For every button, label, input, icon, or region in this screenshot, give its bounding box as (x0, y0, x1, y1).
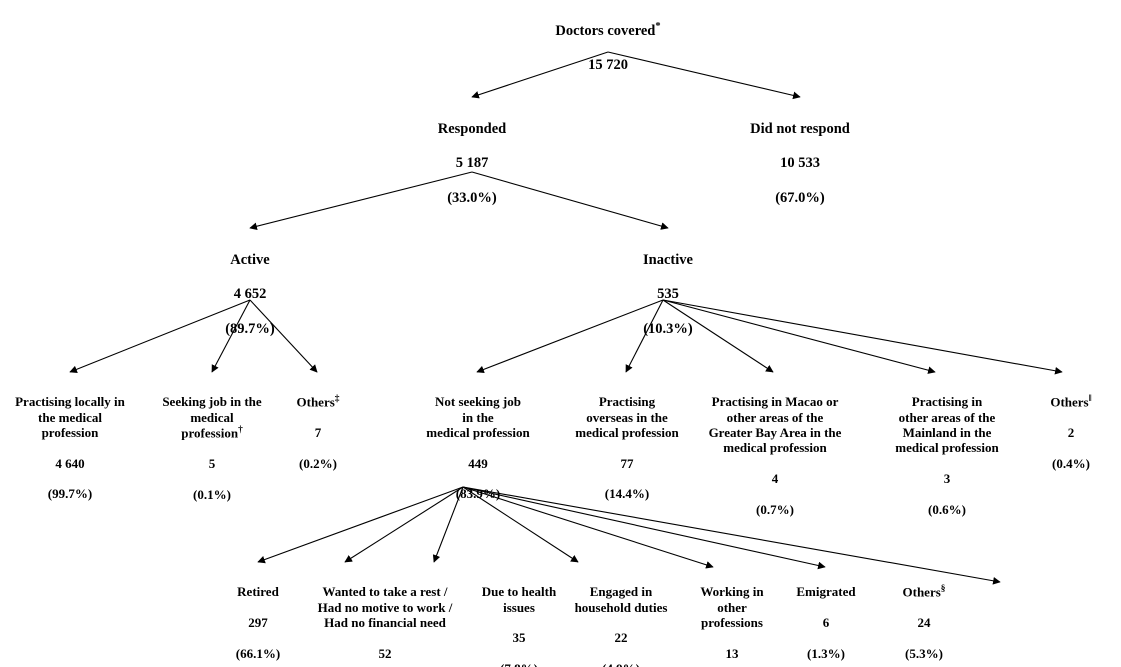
node-value: 13 (725, 645, 739, 661)
node-label: Retired (237, 584, 279, 600)
node-label: Doctors covered* (555, 21, 661, 39)
node-percent: (0.7%) (756, 501, 794, 517)
node-other-professions: Working in other professions 13 (2.9%) (679, 569, 785, 667)
node-value: 4 640 (55, 455, 85, 471)
node-percent: (66.1%) (235, 645, 281, 661)
node-percent: (14.4%) (604, 486, 650, 502)
node-value: 5 187 (455, 155, 489, 172)
node-label: Inactive (643, 252, 693, 269)
node-label: Working in other professions (700, 584, 764, 630)
node-retired: Retired 297 (66.1%) (203, 569, 313, 667)
node-label: Others‖ (1050, 394, 1092, 410)
node-percent: (0.6%) (928, 501, 966, 517)
node-practising-overseas: Practising overseas in the medical profe… (548, 379, 706, 517)
node-not-seeking-job: Not seeking job in the medical professio… (395, 379, 561, 517)
node-percent: (4.9%) (551, 661, 691, 667)
node-value: 5 (208, 455, 216, 471)
node-value: 4 652 (233, 286, 267, 303)
node-value: 2 (1067, 425, 1075, 441)
node-label: Practising locally in the medical profes… (15, 394, 125, 440)
node-value: 52 (378, 645, 392, 661)
node-emigrated: Emigrated 6 (1.3%) (772, 569, 880, 667)
node-seeking-job: Seeking job in the medical profession† 5… (146, 379, 278, 517)
node-value: 4 (771, 470, 779, 486)
footnote-marker: † (238, 424, 243, 435)
node-percent: (67.0%) (775, 189, 825, 206)
node-percent: (33.0%) (447, 189, 497, 206)
node-label: Active (230, 252, 270, 269)
node-wanted-rest: Wanted to take a rest / Had no motive to… (294, 569, 476, 667)
footnote-marker: § (940, 584, 946, 595)
node-value: 7 (314, 425, 322, 441)
node-value: 297 (248, 614, 268, 630)
node-percent: (1.3%) (807, 645, 845, 661)
node-percent: (83.9%) (455, 486, 501, 502)
node-value: 22 (614, 630, 628, 646)
node-value: 24 (917, 615, 931, 631)
node-label: Wanted to take a rest / Had no motive to… (317, 584, 453, 630)
node-label: Others§ (902, 584, 946, 600)
footnote-marker: * (655, 21, 661, 33)
node-active: Active 4 652 (89.7%) (170, 235, 330, 355)
node-value: 10 533 (780, 155, 820, 172)
node-value: 15 720 (588, 57, 628, 74)
node-responded: Responded 5 187 (33.0%) (382, 104, 562, 224)
node-label: Practising in other areas of the Mainlan… (895, 394, 999, 456)
node-household-duties: Engaged in household duties 22 (4.9%) (551, 569, 691, 667)
node-value: 6 (822, 614, 830, 630)
node-percent: (10.3%) (643, 320, 693, 337)
node-value: 77 (620, 455, 634, 471)
node-inactive: Inactive 535 (10.3%) (588, 235, 748, 355)
node-label: Engaged in household duties (574, 584, 668, 615)
node-did-not-respond: Did not respond 10 533 (67.0%) (710, 104, 890, 224)
node-percent: (0.1%) (193, 486, 231, 502)
node-label: Did not respond (750, 121, 850, 138)
node-doctors-covered: Doctors covered* 15 720 (508, 4, 708, 91)
node-percent: (0.2%) (299, 455, 337, 471)
node-label: Not seeking job in the medical professio… (426, 394, 530, 440)
node-percent: (99.7%) (47, 486, 93, 502)
footnote-marker: ‡ (334, 394, 340, 405)
node-label: Seeking job in the medical profession† (162, 394, 262, 441)
node-value: 535 (657, 286, 679, 303)
node-label: Others‡ (296, 394, 340, 410)
node-percent: (0.4%) (1052, 455, 1090, 471)
footnote-marker: ‖ (1088, 394, 1092, 405)
node-percent: (7.8%) (459, 661, 579, 667)
node-value: 3 (943, 470, 951, 486)
node-others-active: Others‡ 7 (0.2%) (272, 379, 364, 487)
node-label: Practising overseas in the medical profe… (575, 394, 679, 440)
node-label: Responded (437, 121, 507, 138)
node-practising-locally: Practising locally in the medical profes… (2, 379, 138, 517)
node-value: 35 (512, 630, 526, 646)
node-value: 449 (468, 455, 488, 471)
node-label: Practising in Macao or other areas of th… (708, 394, 842, 456)
node-percent: (89.7%) (225, 320, 275, 337)
node-label: Emigrated (796, 584, 856, 600)
node-practising-mainland: Practising in other areas of the Mainlan… (864, 379, 1030, 532)
node-others-reasons: Others§ 24 (5.3%) (875, 569, 973, 667)
node-percent: (5.3%) (905, 645, 943, 661)
node-label: Due to health issues (481, 584, 557, 615)
node-practising-macao: Practising in Macao or other areas of th… (681, 379, 869, 532)
node-others-inactive: Others‖ 2 (0.4%) (1024, 379, 1118, 487)
node-health-issues: Due to health issues 35 (7.8%) (459, 569, 579, 667)
